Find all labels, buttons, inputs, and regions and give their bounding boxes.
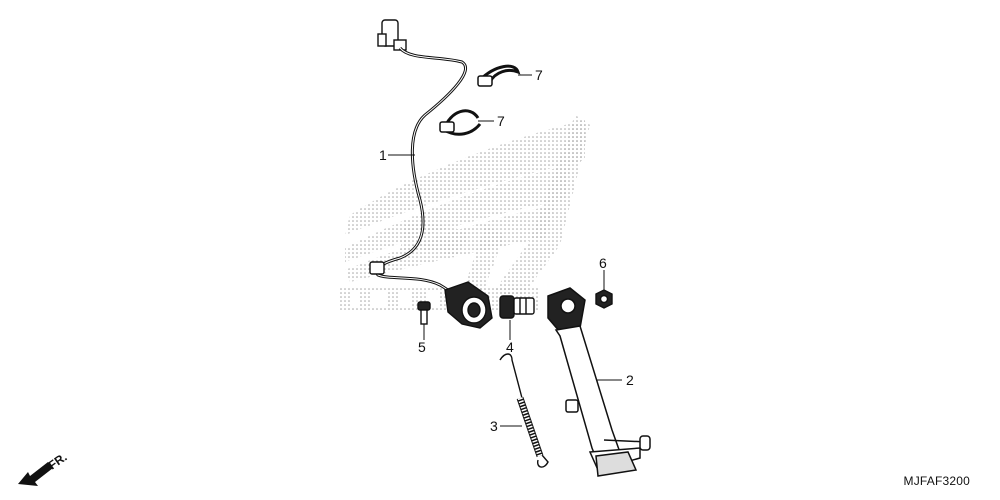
side-stand-switch-part <box>369 19 493 329</box>
leader-lines <box>388 74 622 427</box>
front-direction-arrow-icon: FR. <box>18 450 70 486</box>
spring-part-3 <box>499 353 549 468</box>
wing-logo-icon <box>338 115 590 312</box>
diagram-code: MJFAF3200 <box>903 474 970 488</box>
cable-clip-part-lower <box>439 109 482 136</box>
callout-6: 6 <box>599 255 607 271</box>
callout-2: 2 <box>626 372 634 388</box>
callout-4: 4 <box>506 339 514 355</box>
pivot-bolt-part-4 <box>499 295 535 319</box>
nut-part-6 <box>595 289 613 309</box>
callout-7-upper: 7 <box>535 67 543 83</box>
bolt-part-5 <box>417 301 431 325</box>
callout-7-lower: 7 <box>497 113 505 129</box>
callout-1: 1 <box>379 147 387 163</box>
callout-5: 5 <box>418 339 426 355</box>
cable-clip-part-upper <box>477 64 521 87</box>
side-stand-part-2 <box>547 287 651 477</box>
callout-3: 3 <box>490 418 498 434</box>
